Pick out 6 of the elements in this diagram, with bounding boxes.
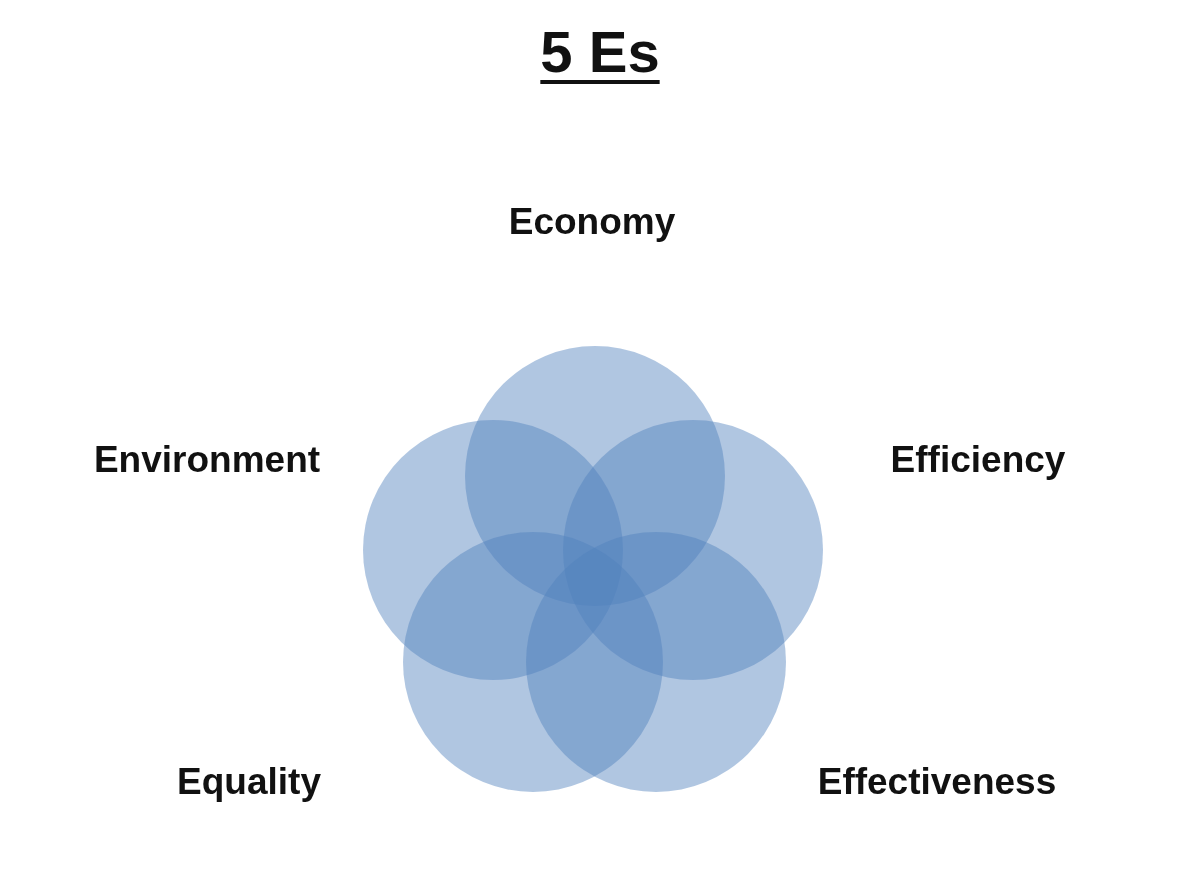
- category-label: Environment: [93, 439, 321, 481]
- category-label: Effectiveness: [817, 761, 1057, 803]
- category-label: Economy: [508, 201, 676, 243]
- category-label: Efficiency: [890, 439, 1066, 481]
- title: 5 Es: [540, 19, 660, 84]
- category-label: Equality: [177, 761, 321, 803]
